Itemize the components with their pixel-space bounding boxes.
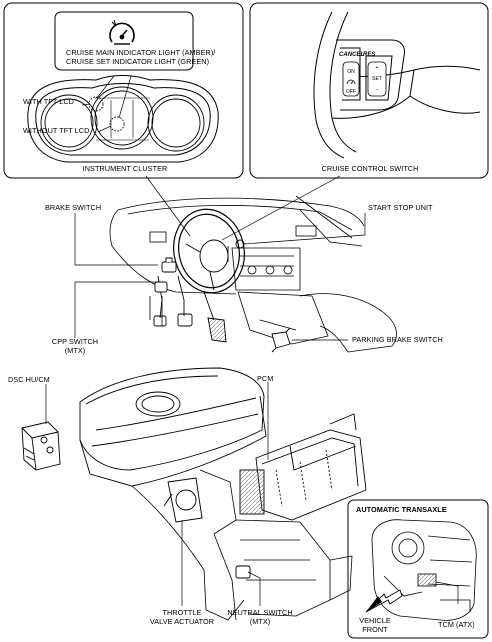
instrument-cluster-caption: INSTRUMENT CLUSTER (82, 164, 168, 173)
engine-cover (79, 367, 267, 487)
cluster-gauges (40, 86, 205, 152)
cruise-indicator-icon (109, 19, 135, 45)
dsc-hu-cm-label: DSC HU/CM (8, 375, 50, 384)
minus-button-label: − (375, 87, 379, 93)
cpp-switch-label-1: CPP SWITCH (51, 337, 99, 346)
cruise-control-switch-caption: CRUISE CONTROL SWITCH (321, 164, 419, 173)
cancel-button-label: CANCEL (339, 52, 365, 58)
dsc-hu-cm-unit (21, 421, 61, 471)
plus-button-label: + (375, 65, 379, 71)
vehicle-front-label-2: FRONT (362, 625, 388, 634)
on-button-label: ON (347, 69, 355, 75)
indicator-light-label-1: CRUISE MAIN INDICATOR LIGHT (AMBER)/ (66, 48, 216, 57)
neutral-switch-label-1: NEUTRAL SWITCH (227, 608, 293, 617)
set-button-label: SET (372, 76, 382, 82)
onoff-cruise-icon (346, 79, 356, 85)
indicator-location-marks (88, 96, 125, 132)
parking-brake-switch-label: PARKING BRAKE SWITCH (352, 335, 443, 344)
atx-leader-lines (435, 581, 459, 604)
steering-wheel-detail (313, 11, 481, 159)
neutral-switch-part (235, 565, 251, 579)
pcm-unit (239, 413, 367, 521)
atx-title: AUTOMATIC TRANSAXLE (356, 505, 447, 514)
cluster-leader-lines (81, 75, 132, 133)
tcm-atx-label: TCM (ATX) (438, 620, 475, 629)
cabin-interior (109, 195, 397, 353)
throttle-body (163, 477, 203, 523)
cruise-switch-panel (249, 2, 489, 179)
cpp-switch-part (154, 281, 168, 293)
without-tft-lcd-label: WITHOUT TFT LCD (23, 126, 90, 135)
engine-block (131, 469, 353, 621)
transaxle-drawing (371, 519, 477, 621)
res-button-label: RES (363, 52, 376, 58)
cabin-leader-lines (74, 175, 366, 341)
indicator-light-label-2: CRUISE SET INDICATOR LIGHT (GREEN) (66, 57, 210, 66)
with-tft-lcd-label: WITH TFT LCD (23, 97, 75, 106)
cluster-housing (27, 75, 219, 163)
brake-switch-label: BRAKE SWITCH (45, 203, 102, 212)
neutral-switch-label-2: (MTX) (249, 617, 271, 626)
switch-buttons (342, 61, 387, 97)
steering-wheel (173, 208, 245, 294)
pcm-label: PCM (257, 374, 274, 383)
parking-brake-switch-part (271, 327, 291, 353)
vehicle-front-label-1: VEHICLE (359, 616, 391, 625)
brake-switch-part (161, 257, 177, 273)
instrument-cluster-panel (3, 2, 244, 179)
throttle-label-1: THROTTLE (162, 608, 202, 617)
off-button-label: OFF (345, 89, 357, 95)
vehicle-front-arrow (365, 589, 403, 613)
cpp-switch-label-2: (MTX) (64, 346, 86, 355)
engine-leader-lines (45, 382, 269, 606)
throttle-label-2: VALVE ACTUATOR (149, 617, 215, 626)
atx-panel (347, 499, 489, 639)
pedals (153, 275, 227, 343)
start-stop-unit-label: START STOP UNIT (368, 203, 433, 212)
